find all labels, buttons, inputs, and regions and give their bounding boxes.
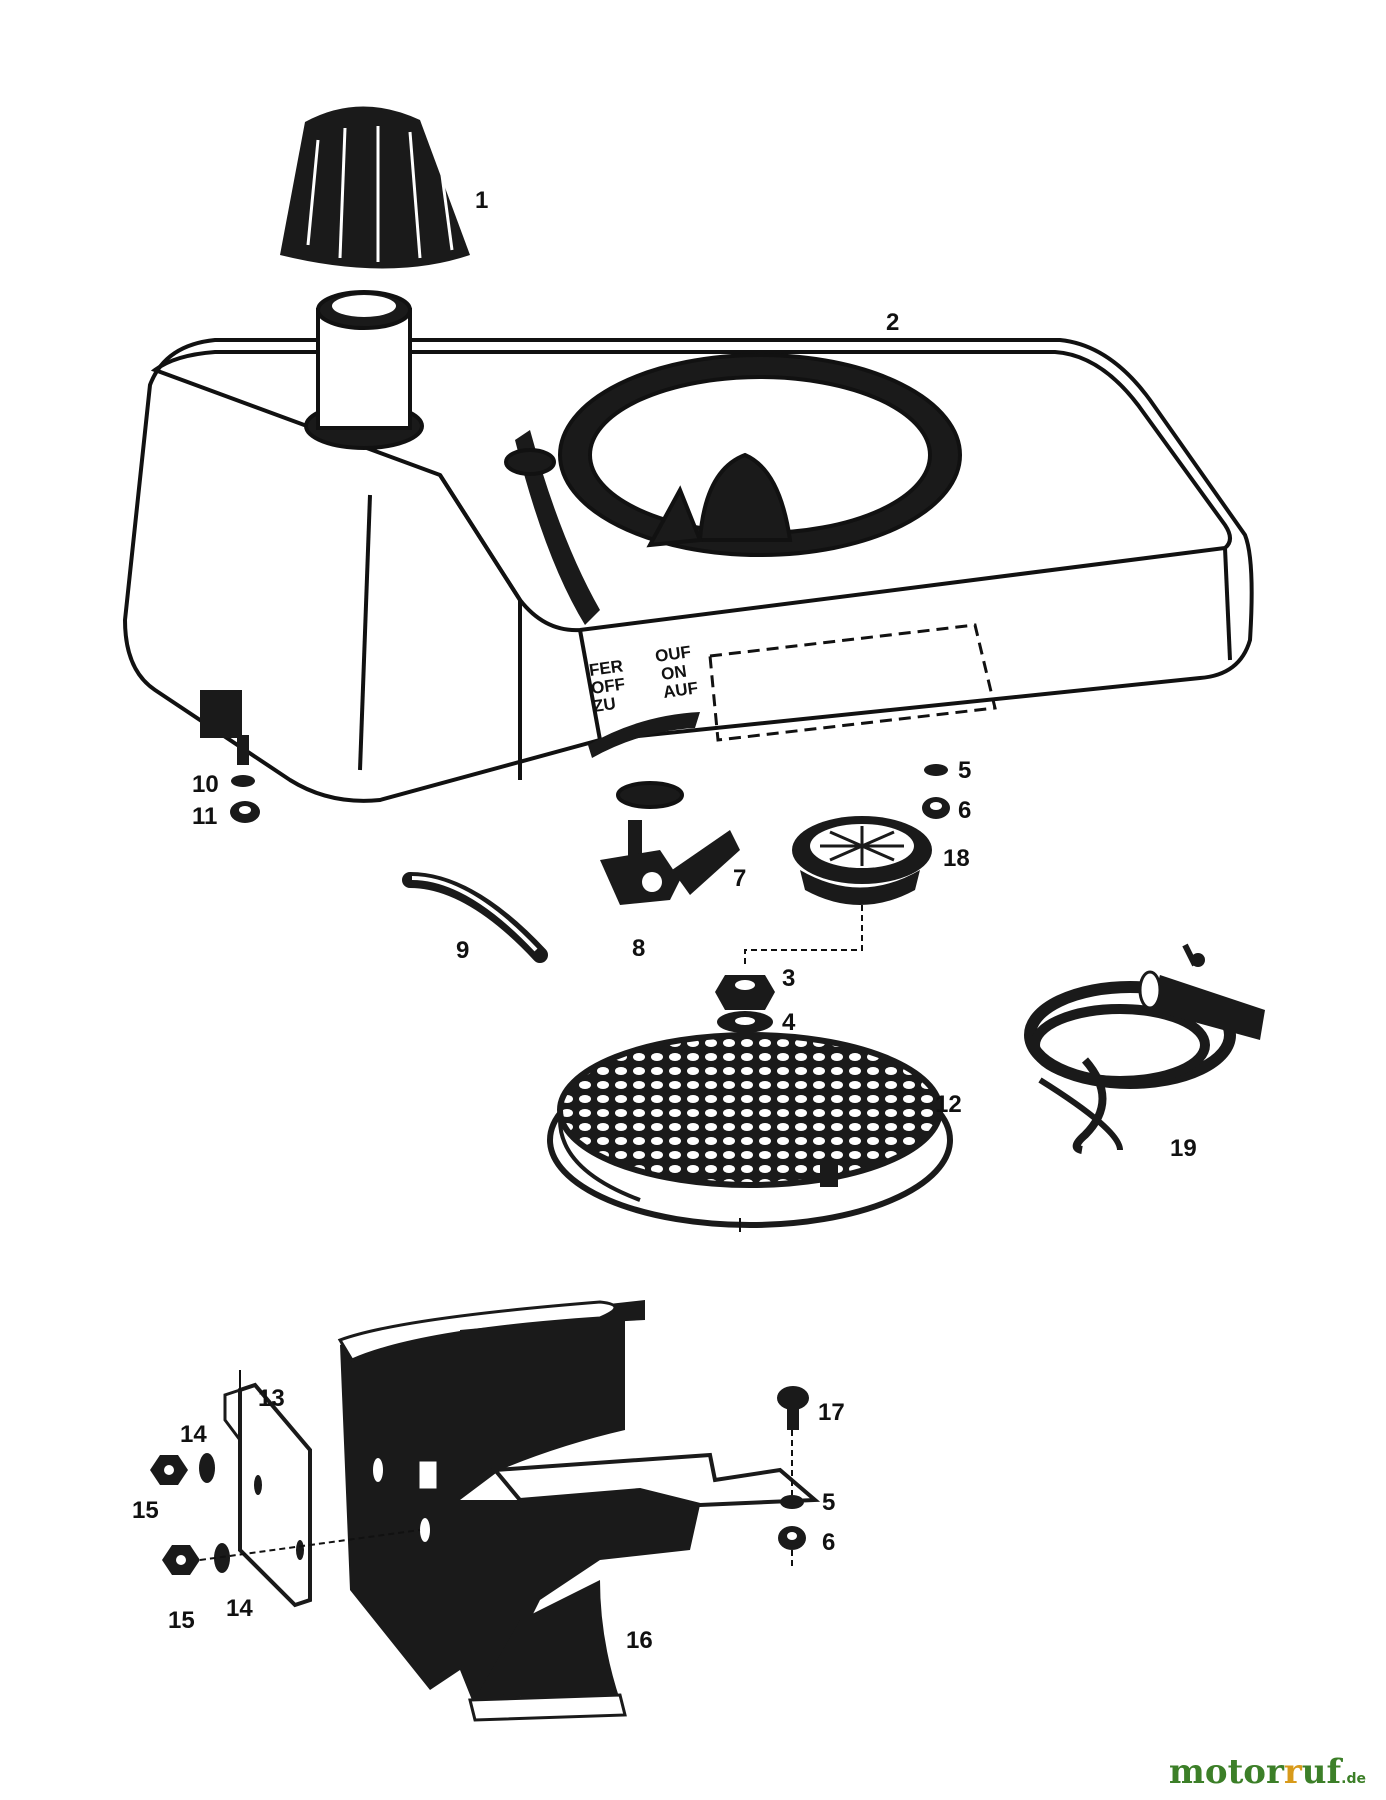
callout-6-bottom: 6 <box>822 1529 835 1556</box>
callout-5-top: 5 <box>958 757 971 784</box>
nut-15-top <box>150 1455 188 1485</box>
watermark-part2: uf <box>1301 1752 1342 1792</box>
fuel-valve <box>600 820 740 905</box>
callout-1: 1 <box>475 187 488 214</box>
watermark-r: r <box>1283 1752 1302 1792</box>
callout-labels: 1 2 10 11 5 6 7 18 9 8 3 4 12 19 13 14 1… <box>132 187 1197 1654</box>
callout-2: 2 <box>886 309 899 336</box>
callout-4: 4 <box>782 1009 796 1036</box>
callout-15-bottom: 15 <box>168 1607 195 1634</box>
open-label-fr: OUF <box>654 642 692 666</box>
callout-13: 13 <box>258 1385 285 1412</box>
closed-label-zu: ZU <box>592 694 617 716</box>
watermark-tld: .de <box>1341 1771 1366 1787</box>
callout-3: 3 <box>782 965 795 992</box>
callout-10: 10 <box>192 771 219 798</box>
nut-11 <box>230 801 260 823</box>
callout-12: 12 <box>935 1091 962 1118</box>
watermark-part1: motor <box>1168 1752 1284 1792</box>
open-label-en: ON <box>660 662 688 684</box>
valve-markings: FER OFF ZU OUF ON AUF <box>588 642 699 716</box>
bolt-stub-left <box>237 735 249 765</box>
washer-10 <box>231 775 255 787</box>
axis-line-lower <box>199 1529 421 1561</box>
callout-9: 9 <box>456 937 469 964</box>
open-label-auf: AUF <box>662 678 699 702</box>
closed-label-en: OFF <box>590 674 626 698</box>
callout-8: 8 <box>632 935 645 962</box>
brand-watermark: motorruf.de <box>1169 1752 1366 1792</box>
washer-4 <box>717 1011 773 1033</box>
nut-6-top <box>922 797 950 819</box>
callout-18: 18 <box>943 845 970 872</box>
callout-16: 16 <box>626 1627 653 1654</box>
callout-11: 11 <box>192 803 217 830</box>
fuel-filter <box>792 816 932 905</box>
washer-5-bottom <box>780 1495 804 1509</box>
callout-19: 19 <box>1170 1135 1197 1162</box>
callout-5-bottom: 5 <box>822 1489 835 1516</box>
callout-14-bottom: 14 <box>226 1595 253 1622</box>
callout-6-top: 6 <box>958 797 971 824</box>
screw-17 <box>777 1386 809 1430</box>
fuel-tank <box>122 290 1254 809</box>
closed-label-de: FER <box>588 656 624 680</box>
fuel-cap <box>280 106 470 269</box>
callout-17: 17 <box>818 1399 845 1426</box>
callout-15-top: 15 <box>132 1497 159 1524</box>
nut-6-bottom <box>778 1526 806 1550</box>
callout-14-top: 14 <box>180 1421 207 1448</box>
washer-5-top <box>924 764 948 776</box>
nut-15-bottom <box>162 1545 200 1575</box>
nut-3 <box>715 975 775 1010</box>
ignition-cable <box>1024 943 1265 1154</box>
filter-grille-disc <box>547 1032 953 1232</box>
leader-line-18-to-nut <box>744 905 863 968</box>
callout-7: 7 <box>733 865 746 892</box>
fuel-hose <box>402 872 548 963</box>
clamp-plate-13 <box>223 1370 312 1608</box>
washer-14-top <box>199 1453 215 1483</box>
mounting-bracket <box>337 1300 821 1722</box>
